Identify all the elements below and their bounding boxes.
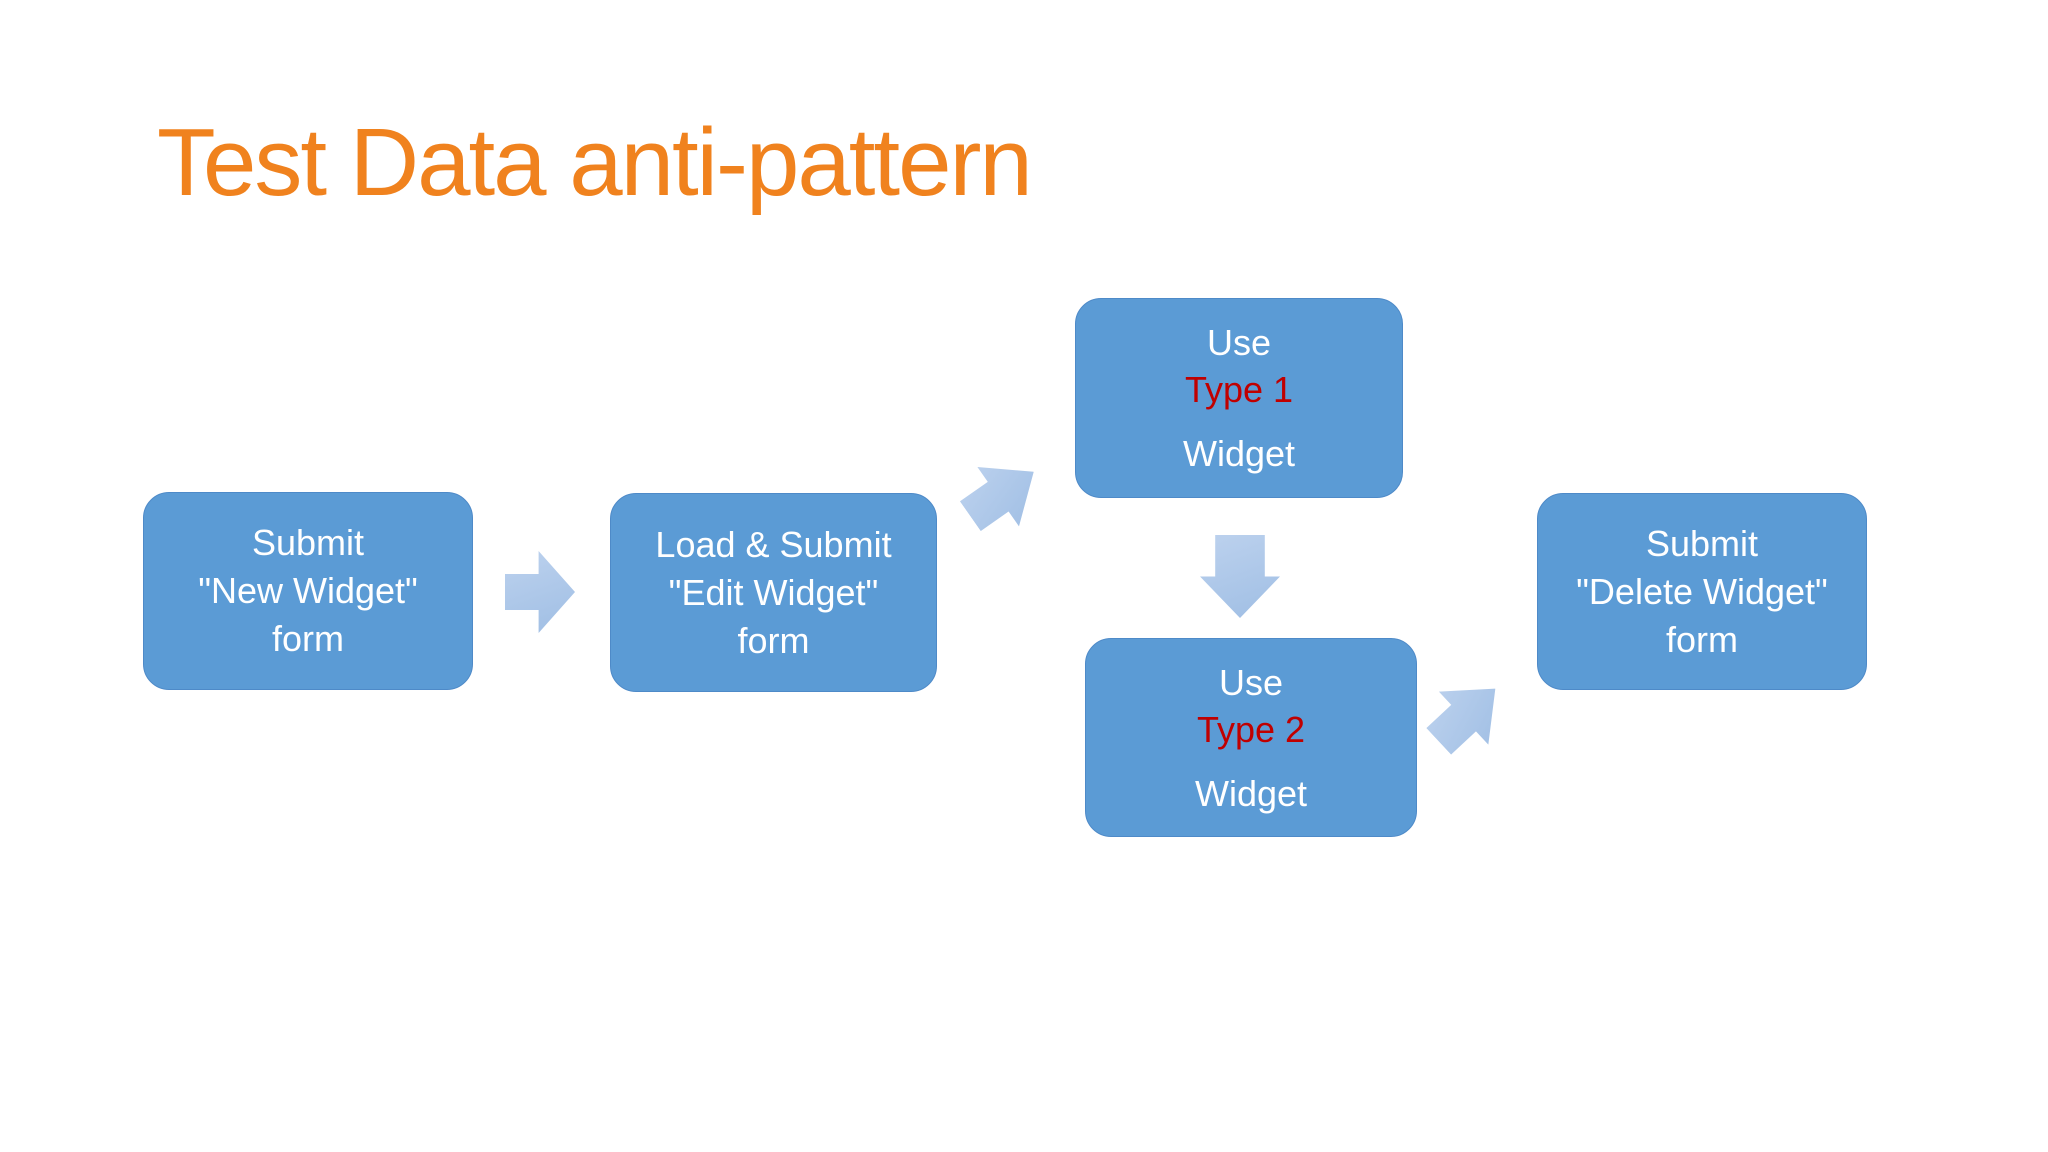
flow-box-use-type2-widget: Use Type 2 Widget <box>1085 638 1417 837</box>
flow-box-submit-new-widget: Submit "New Widget" form <box>143 492 473 690</box>
flow-box-use-type1-widget: Use Type 1 Widget <box>1075 298 1403 498</box>
box-text-line: Use <box>1206 322 1272 363</box>
right-arrow-icon <box>505 551 575 633</box>
box-text-line: form <box>1666 618 1738 660</box>
box-text-line: Load & Submit <box>655 523 892 565</box>
box-text-line: Widget <box>1194 773 1308 814</box>
box-text-line-highlight: Type 2 <box>1196 709 1306 750</box>
box-text-line: Submit <box>1645 522 1759 564</box>
flow-box-submit-delete-widget: Submit "Delete Widget" form <box>1537 493 1867 690</box>
box-text-line: "Edit Widget" <box>668 571 879 613</box>
box-text-line: Use <box>1218 662 1284 703</box>
box-text-line: "New Widget" <box>198 570 418 611</box>
down-arrow-icon <box>1200 535 1280 618</box>
slide-title: Test Data anti-pattern <box>157 109 1033 216</box>
flow-box-load-edit-widget: Load & Submit "Edit Widget" form <box>610 493 937 692</box>
box-text-line: form <box>272 618 344 659</box>
box-text-line: "Delete Widget" <box>1576 570 1828 612</box>
up-right-arrow-icon <box>1414 662 1520 768</box>
up-right-arrow-icon <box>949 442 1054 546</box>
box-text-line: Submit <box>251 522 365 563</box>
box-text-line: form <box>737 619 810 661</box>
box-text-line-highlight: Type 1 <box>1184 369 1294 410</box>
box-text-line: Widget <box>1182 433 1296 474</box>
